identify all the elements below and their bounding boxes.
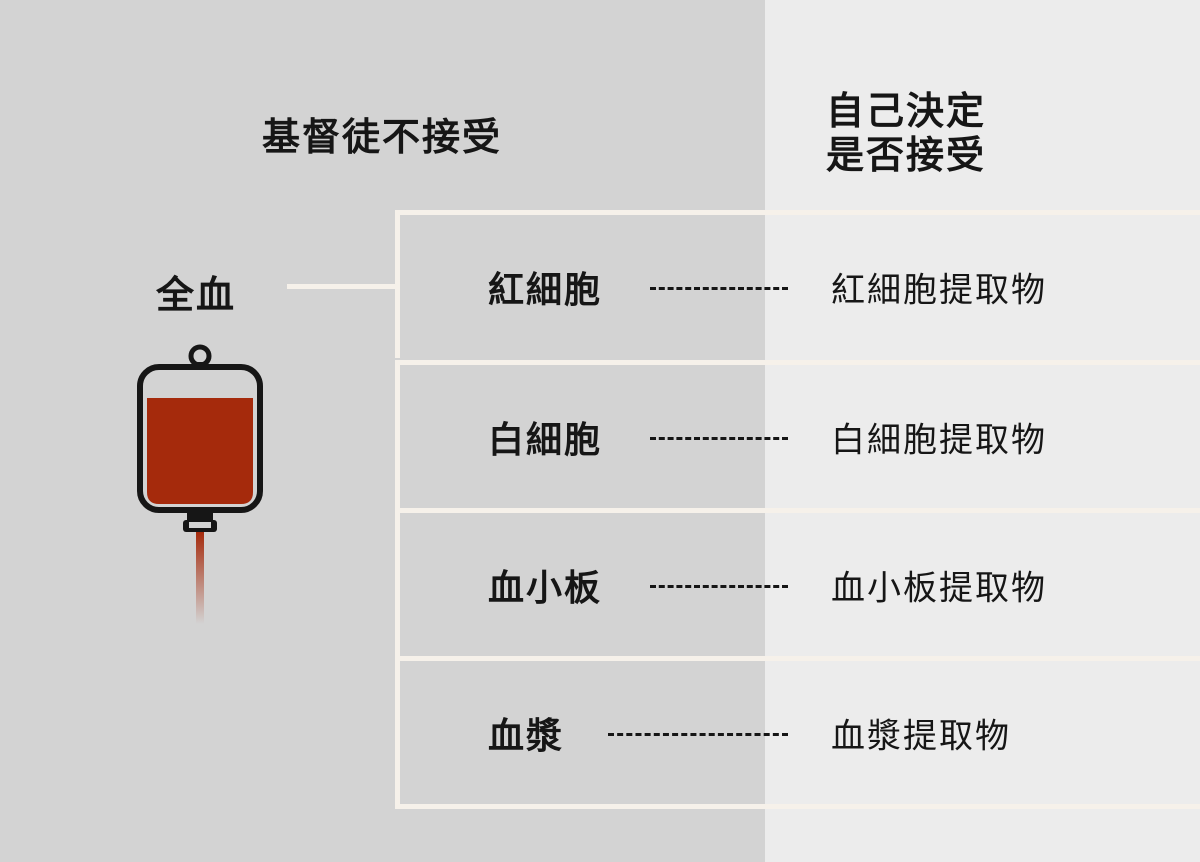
dashed-connector [608,732,788,736]
extract-label: 白細胞提取物 [831,420,1047,460]
blood-bag-port-rim [189,522,211,528]
not-accepted-heading: 基督徒不接受 [262,115,503,159]
dashed-connector [650,436,788,440]
left-panel [0,0,765,862]
extract-label: 血小板提取物 [831,568,1047,608]
blood-bag-fill [147,398,253,504]
component-label: 白細胞 [488,419,603,461]
blood-bag-icon [137,344,263,624]
blood-component-grid: 紅細胞 紅細胞提取物 白細胞 白細胞提取物 血小板 血小板提取物 血漿 血漿提取… [395,210,1200,810]
own-decision-heading: 自己決定 是否接受 [826,89,1026,177]
extract-label: 血漿提取物 [831,716,1011,756]
component-row: 白細胞 白細胞提取物 [395,360,1200,508]
dashed-connector [650,286,788,290]
blood-bag-tube [196,532,204,624]
blood-bag-port [187,512,213,520]
component-label: 紅細胞 [488,269,603,311]
component-row: 血漿 血漿提取物 [395,656,1200,809]
right-panel [765,0,1200,862]
whole-blood-label: 全血 [156,273,237,317]
component-row: 血小板 血小板提取物 [395,508,1200,656]
component-row: 紅細胞 紅細胞提取物 [395,210,1200,358]
extract-label: 紅細胞提取物 [831,270,1047,310]
component-label: 血漿 [488,715,565,757]
component-label: 血小板 [488,567,603,609]
dashed-connector [650,584,788,588]
own-decision-heading-line1: 自己決定 [826,89,987,133]
whole-blood-connector [287,284,398,289]
own-decision-heading-line2: 是否接受 [826,132,987,177]
